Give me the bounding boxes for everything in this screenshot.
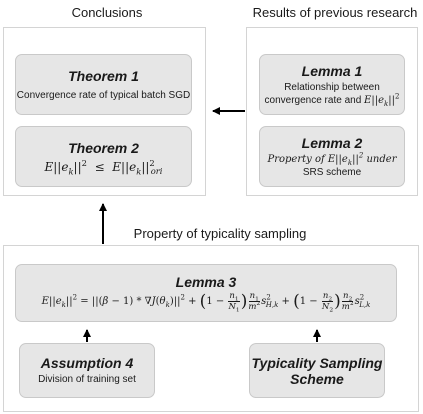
lemma-2-card: Lemma 2 Property of E||ek||2 under SRS s… — [259, 126, 405, 187]
lemma-3-title: Lemma 3 — [175, 274, 237, 290]
conclusions-heading: Conclusions — [71, 5, 143, 20]
theorem-1-title: Theorem 1 — [68, 67, 139, 84]
theorem-2-card: Theorem 2 E||ek||2 ≤ E||ek||2ori — [15, 126, 192, 187]
theorem-2-formula: E||ek||2 ≤ E||ek||2ori — [44, 157, 163, 176]
typicality-scheme-title-line2: Scheme — [290, 370, 344, 387]
typicality-scheme-card: Typicality Sampling Scheme — [249, 343, 385, 398]
lemma-1-title: Lemma 1 — [301, 62, 363, 79]
lemma-3-card: Lemma 3 E||ek||2 = ||(β − 1) * ∇J(θk)||2… — [15, 264, 397, 322]
typicality-scheme-title-line1: Typicality Sampling — [251, 354, 383, 371]
theorem-2-title: Theorem 2 — [68, 139, 139, 156]
lemma-2-description-line1: Property of E||ek||2 under — [267, 151, 397, 167]
theorem-1-card: Theorem 1 Convergence rate of typical ba… — [15, 54, 192, 115]
lemma-2-description-line2: SRS scheme — [302, 166, 362, 178]
typicality-sampling-heading: Property of typicality sampling — [133, 226, 307, 241]
lemma-1-card: Lemma 1 Relationship between convergence… — [259, 54, 405, 115]
lemma-1-description-line2: convergence rate and E||ek||2 — [264, 92, 400, 108]
assumption-4-title: Assumption 4 — [40, 355, 134, 371]
assumption-4-card: Assumption 4 Division of training set — [19, 343, 155, 398]
lemma-2-title: Lemma 2 — [301, 134, 363, 151]
previous-research-heading: Results of previous research — [252, 5, 418, 20]
assumption-4-description: Division of training set — [38, 374, 136, 385]
lemma-3-formula: E||ek||2 = ||(β − 1) * ∇J(θk)||2 + (1 − … — [41, 291, 371, 314]
theorem-1-description: Convergence rate of typical batch SGD — [16, 89, 191, 101]
lemma-1-description-line1: Relationship between — [284, 81, 380, 93]
